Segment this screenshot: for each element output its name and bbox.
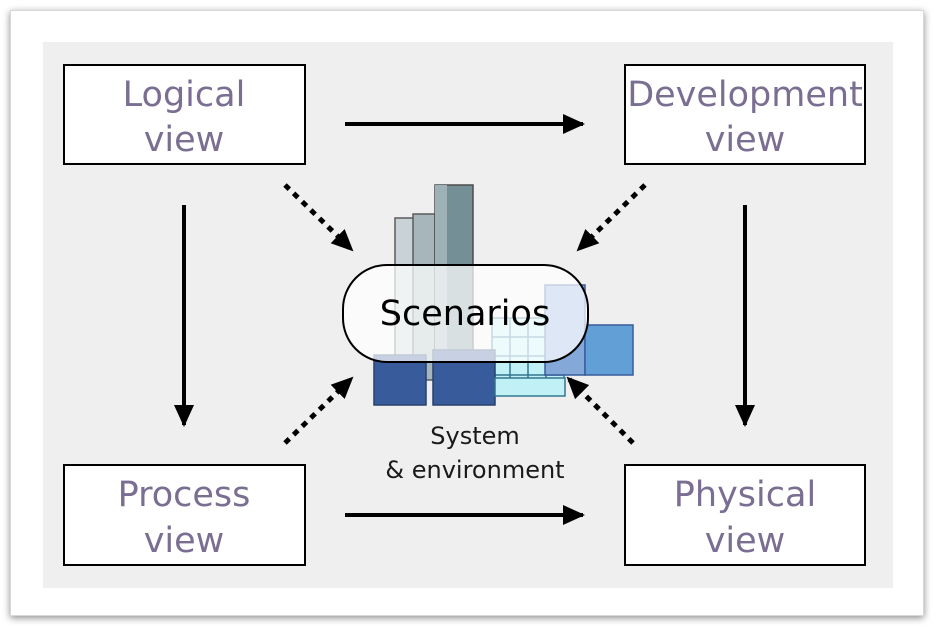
scenarios-pill (342, 264, 589, 363)
caption-line2: & environment (385, 456, 564, 484)
caption-line1: System (430, 422, 520, 450)
development-view-line1: Development (627, 75, 863, 115)
process-view-line2: view (144, 521, 225, 561)
process-view-box: Process view (63, 464, 306, 566)
dotted-arrow-development-to-scenarios (576, 183, 647, 252)
logical-view-line1: Logical (123, 75, 246, 115)
physical-view-line2: view (705, 521, 786, 561)
scenarios-label: Scenarios (380, 294, 550, 334)
development-view-box: Development view (624, 64, 866, 165)
process-view-line1: Process (118, 475, 251, 515)
dotted-arrow-process-to-scenarios (283, 376, 354, 445)
dotted-arrow-physical-to-scenarios (566, 376, 635, 445)
physical-view-box: Physical view (624, 464, 866, 566)
block-right-small (584, 324, 634, 376)
development-view-line2: view (705, 120, 786, 160)
logical-view-line2: view (144, 120, 225, 160)
logical-view-box: Logical view (63, 64, 306, 165)
physical-view-line1: Physical (674, 475, 816, 515)
block-bottom-left (373, 354, 427, 406)
dotted-arrow-logical-to-scenarios (283, 183, 354, 252)
